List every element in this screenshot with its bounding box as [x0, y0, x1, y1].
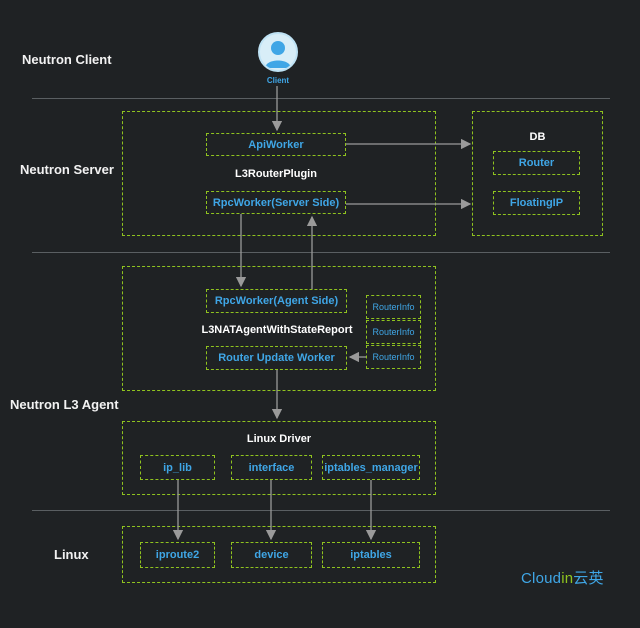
- router-info-node: RouterInfo: [366, 345, 421, 369]
- iptables-manager-node: iptables_manager: [322, 455, 420, 480]
- interface-node: interface: [231, 455, 312, 480]
- router-info-node: RouterInfo: [366, 295, 421, 319]
- linux-group: [122, 526, 436, 583]
- server-group: [122, 111, 436, 236]
- user-icon: [258, 32, 298, 72]
- device-node: device: [231, 542, 312, 568]
- router-update-worker-node: Router Update Worker: [206, 346, 347, 370]
- db-router-node: Router: [493, 151, 580, 175]
- separator-client-server: [32, 98, 610, 99]
- db-group: [472, 111, 603, 236]
- api-worker-node: ApiWorker: [206, 133, 346, 156]
- ip-lib-node: ip_lib: [140, 455, 215, 480]
- iproute2-node: iproute2: [140, 542, 215, 568]
- linux-driver-group: [122, 421, 436, 495]
- linux-driver-title: Linux Driver: [246, 433, 312, 445]
- db-title: DB: [529, 131, 546, 143]
- layer-label-server: Neutron Server: [20, 162, 114, 177]
- layer-label-client: Neutron Client: [22, 52, 112, 67]
- layer-label-linux: Linux: [54, 547, 89, 562]
- cloudin-logo: Cloudin云英: [521, 570, 604, 587]
- agent-group: [122, 266, 436, 391]
- l3-router-plugin-title: L3RouterPlugin: [235, 168, 317, 180]
- db-floating-ip-node: FloatingIP: [493, 191, 580, 215]
- l3-nat-agent-title: L3NATAgentWithStateReport: [201, 324, 353, 336]
- separator-agent-linux: [32, 510, 610, 511]
- layer-label-agent: Neutron L3 Agent: [10, 397, 119, 412]
- rpc-worker-server-node: RpcWorker(Server Side): [206, 191, 346, 214]
- client-label: Client: [266, 76, 290, 85]
- rpc-worker-agent-node: RpcWorker(Agent Side): [206, 289, 347, 313]
- iptables-node: iptables: [322, 542, 420, 568]
- router-info-node: RouterInfo: [366, 320, 421, 344]
- separator-server-agent: [32, 252, 610, 253]
